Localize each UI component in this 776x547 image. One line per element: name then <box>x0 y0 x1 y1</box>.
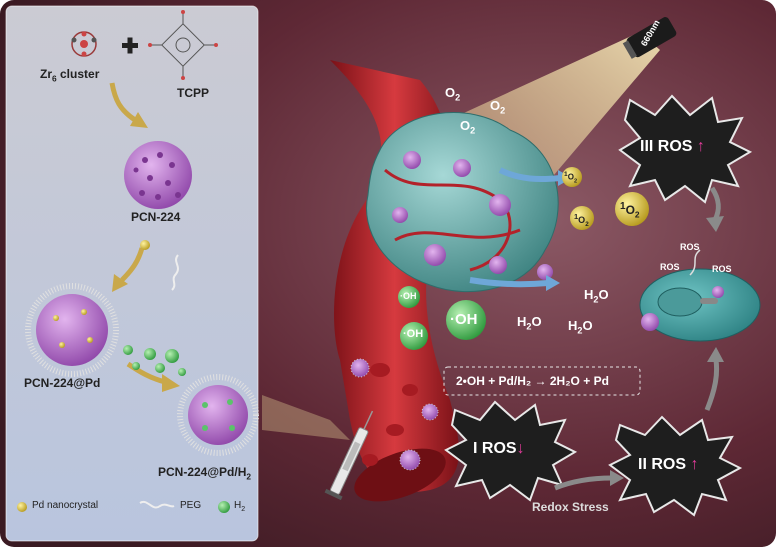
ros-small-label-2: ROS <box>660 262 680 272</box>
oh-label-2: ·OH <box>450 311 478 328</box>
o2-label-3: O2 <box>460 118 476 136</box>
peg-legend-icon <box>139 500 175 509</box>
vessel-nanoparticles <box>350 358 439 471</box>
red-blood-cells <box>362 363 418 466</box>
pcn224-pd-particle <box>36 294 108 366</box>
h2o-label-2: H2O <box>517 314 542 332</box>
ros-small-label-3: ROS <box>712 264 732 274</box>
singlet-oxygen-balls <box>562 167 649 230</box>
tcpp-molecule-icon <box>148 10 218 80</box>
zr-cluster-icon <box>71 31 97 57</box>
oh-label-3: ·OH <box>403 328 424 340</box>
pcn224-label: PCN-224 <box>131 210 181 224</box>
legend-peg-label: PEG <box>180 500 202 511</box>
oh-label-1: ·OH <box>400 291 417 301</box>
reaction-box <box>443 366 641 396</box>
i-ros-burst <box>444 400 578 502</box>
pcn224-pd-h2-label: PCN-224@Pd/H2 <box>158 465 252 482</box>
singlet-o2-label-2: 1O2 <box>574 212 589 228</box>
tumor-nanoparticles <box>392 151 553 280</box>
ii-ros-label: II ROS ↑ <box>638 456 699 473</box>
legend-pd-label: Pd nanocrystal <box>32 500 99 511</box>
ros-small-label-1: ROS <box>680 242 700 252</box>
iii-ros-label: III ROS ↑ <box>640 138 705 155</box>
legend-h2-label: H2 <box>234 500 246 513</box>
tcpp-label: TCPP <box>177 86 210 100</box>
redox-stress-label: Redox Stress <box>532 500 609 514</box>
h2o-label-1: H2O <box>584 287 609 305</box>
reaction-equation: 2•OH + Pd/H₂ → 2H₂O + Pd <box>456 374 609 388</box>
singlet-o2-label-3: 1O2 <box>620 201 640 220</box>
pcn224-pd-h2-particle <box>188 385 248 445</box>
pcn224-pd-label: PCN-224@Pd <box>24 376 101 390</box>
laser-device <box>622 17 677 59</box>
hydroxyl-balls <box>398 286 486 350</box>
h2-bubbles <box>123 345 186 376</box>
singlet-o2-label-1: 1O2 <box>564 171 578 185</box>
o2-label-2: O2 <box>490 98 506 116</box>
left-panel-background <box>6 6 258 541</box>
pd-nanocrystal-legend-icon <box>17 502 27 512</box>
ii-ros-burst <box>608 415 743 517</box>
syringe-icon <box>324 410 374 501</box>
zr-cluster-label: Zr6 cluster <box>40 67 100 84</box>
h2-legend-icon <box>218 501 230 513</box>
i-ros-label: I ROS↓ <box>473 440 525 457</box>
iii-ros-burst <box>618 94 753 204</box>
o2-label-1: O2 <box>445 85 461 103</box>
h2o-label-3: H2O <box>568 318 593 336</box>
